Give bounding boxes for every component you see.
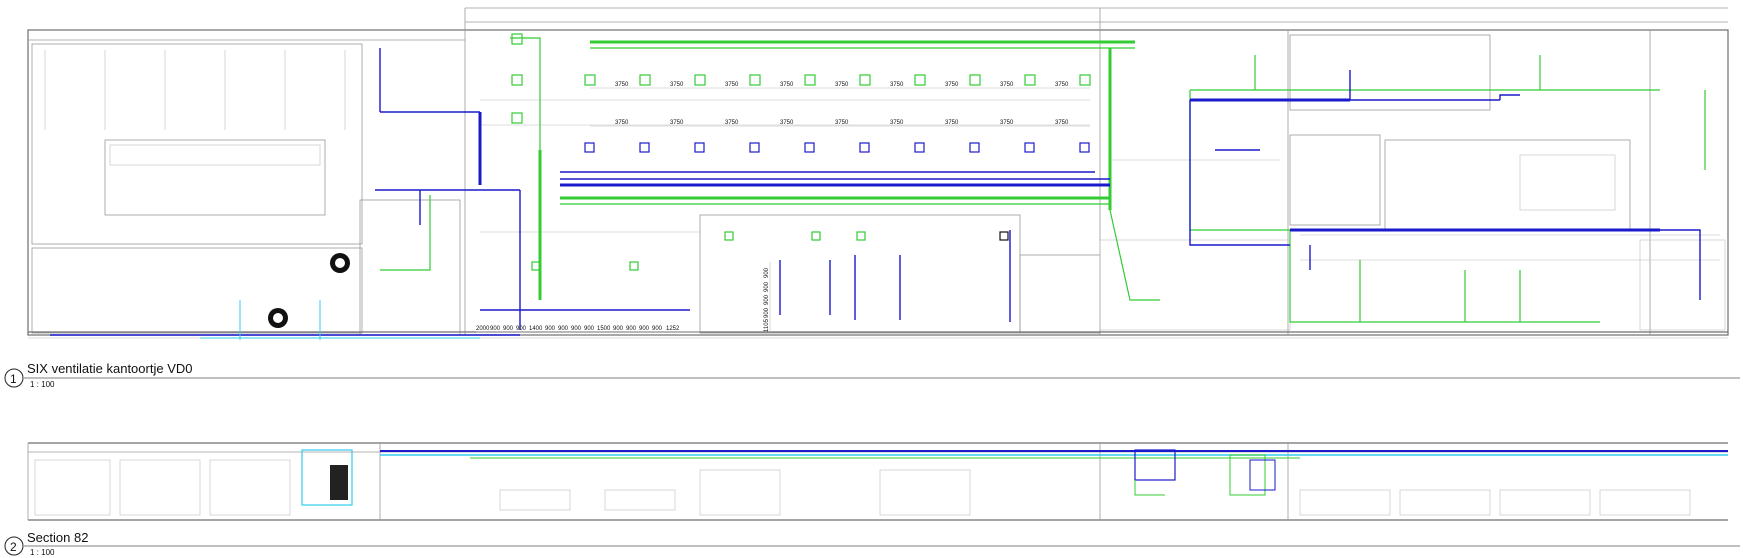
fan-units [268, 253, 350, 328]
dim-label: 900 [639, 326, 650, 332]
dim-label: 3750 [835, 120, 849, 126]
view-scale: 1 : 100 [30, 548, 55, 557]
dim-label: 3750 [725, 82, 739, 88]
plan-walls [27, 7, 1729, 339]
dim-label: 1105 [764, 318, 770, 332]
dim-label: 3750 [945, 82, 959, 88]
plan-grid [44, 50, 1720, 261]
dim-label: 2000 [476, 326, 490, 332]
supply-duct-network [50, 48, 1701, 336]
return-duct-network [380, 37, 1706, 323]
dimension-row-lower: 3750 3750 3750 3750 3750 3750 3750 3750 … [590, 120, 1090, 127]
dim-label: 900 [545, 326, 556, 332]
dim-label: 900 [626, 326, 637, 332]
view-title-1: 1 SIX ventilatie kantoortje VD0 1 : 100 [4, 361, 1740, 389]
dim-label: 900 [764, 281, 770, 292]
view-title: Section 82 [27, 530, 88, 545]
dim-label: 3750 [725, 120, 739, 126]
dim-label: 3750 [780, 82, 794, 88]
dimension-row-upper: 3750 3750 3750 3750 3750 3750 3750 3750 … [590, 82, 1090, 89]
section-ducts [301, 449, 1728, 506]
dim-label: 3750 [615, 82, 629, 88]
dim-label: 900 [764, 307, 770, 318]
dim-label: 3750 [615, 120, 629, 126]
dim-label: 3750 [1055, 120, 1069, 126]
dim-label: 3750 [670, 82, 684, 88]
dim-label: 3750 [1000, 120, 1014, 126]
return-diffusers [511, 33, 1091, 271]
view-title: SIX ventilatie kantoortje VD0 [27, 361, 192, 376]
dim-label: 3750 [1000, 82, 1014, 88]
dim-label: 3750 [890, 120, 904, 126]
dim-label: 900 [503, 326, 514, 332]
cyan-duct [200, 300, 480, 340]
dim-label: 900 [764, 294, 770, 305]
dim-label: 900 [764, 267, 770, 278]
dimension-vertical-run: 900 900 900 900 1105 [764, 262, 771, 332]
dim-label: 3750 [670, 120, 684, 126]
dimension-bottom-run: 2000 900 900 900 1400 900 900 900 900 15… [476, 326, 700, 333]
supply-diffusers [584, 142, 1090, 241]
dim-label: 3750 [780, 120, 794, 126]
view-number: 1 [10, 372, 17, 386]
dim-label: 1252 [666, 326, 680, 332]
dim-label: 900 [571, 326, 582, 332]
dim-label: 1400 [529, 326, 543, 332]
dim-label: 1500 [597, 326, 611, 332]
dim-label: 900 [584, 326, 595, 332]
dim-label: 900 [516, 326, 527, 332]
view-scale: 1 : 100 [30, 380, 55, 389]
view-number: 2 [10, 540, 17, 554]
dim-label: 900 [613, 326, 624, 332]
dim-label: 900 [490, 326, 501, 332]
dim-label: 3750 [835, 82, 849, 88]
dim-label: 900 [558, 326, 569, 332]
dim-label: 3750 [890, 82, 904, 88]
dim-label: 3750 [1055, 82, 1069, 88]
view-title-2: 2 Section 82 1 : 100 [4, 530, 1740, 557]
dim-label: 3750 [945, 120, 959, 126]
dim-label: 900 [652, 326, 663, 332]
